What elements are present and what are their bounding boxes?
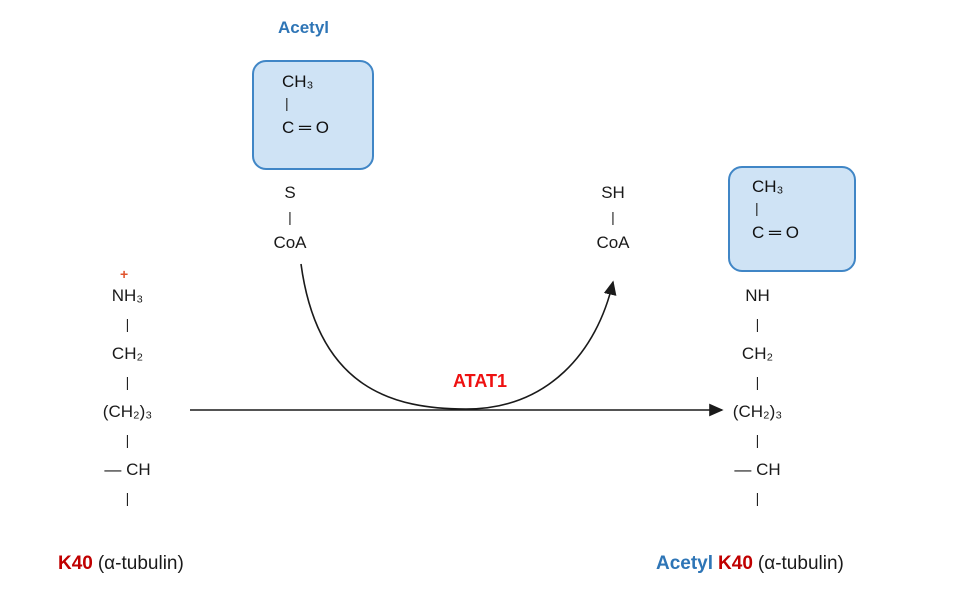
bond: |	[125, 316, 130, 332]
carbonyl-group: C ═ O	[282, 118, 329, 137]
chain-item: — CH	[734, 460, 781, 479]
chain-item: NH₃	[111, 286, 144, 305]
bond: |	[611, 209, 615, 225]
substrate-label: K40(α-tubulin)	[58, 553, 184, 575]
positive-charge: +	[120, 266, 129, 282]
methyl-group: CH₃	[282, 72, 314, 91]
lysine-substrate-chain: + NH₃ | CH₂ | (CH₂)₃ | — CH |	[70, 266, 185, 513]
chain-item: — CH	[104, 460, 151, 479]
bond: |	[125, 432, 130, 448]
acetyl-text: Acetyl	[656, 553, 714, 574]
bond: |	[755, 200, 759, 216]
chain-item: (CH₂)₃	[102, 402, 153, 421]
k40-text: K40	[58, 553, 93, 574]
bond: |	[755, 432, 760, 448]
tubulin-text: (α-tubulin)	[97, 553, 184, 574]
acetyl-lysine-product-chain: NH | CH₂ | (CH₂)₃ | — CH |	[700, 281, 815, 513]
tubulin-text: (α-tubulin)	[757, 553, 844, 574]
bond: |	[755, 374, 760, 390]
enzyme-label: ATAT1	[453, 371, 507, 391]
acetyl-transfer-arrow	[300, 263, 617, 410]
acetyl-group-label: Acetyl	[278, 18, 330, 37]
coa-label: CoA	[273, 233, 307, 252]
acetyl-k40-box: CH₃ | C ═ O	[728, 166, 856, 272]
bond: |	[288, 209, 292, 225]
coa-label: CoA	[596, 233, 630, 252]
k40-text: K40	[718, 553, 753, 574]
chain-item: CH₂	[741, 344, 774, 363]
coa-thioester-group: S | CoA	[262, 180, 318, 255]
bond: |	[125, 490, 130, 506]
bond: |	[125, 374, 130, 390]
bond: |	[755, 490, 760, 506]
chain-item: (CH₂)₃	[732, 402, 783, 421]
carbonyl-group: C ═ O	[752, 223, 799, 242]
thiol-group: SH	[601, 183, 625, 202]
acetyl-coa-box: CH₃ | C ═ O	[252, 60, 374, 170]
sulfur-atom: S	[284, 183, 296, 202]
chain-item: NH	[745, 286, 770, 305]
bond: |	[285, 95, 289, 111]
methyl-group: CH₃	[752, 177, 784, 196]
chain-item: CH₂	[111, 344, 144, 363]
coa-thiol-group: SH | CoA	[585, 180, 641, 255]
bond: |	[755, 316, 760, 332]
